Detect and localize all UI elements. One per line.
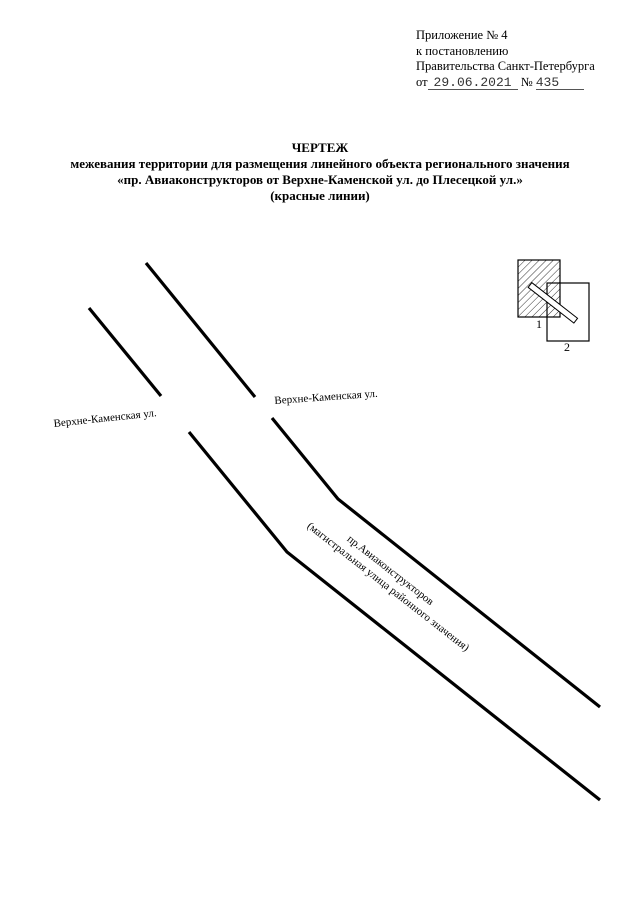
- date-prefix: от: [416, 74, 428, 89]
- decree-number: 435: [535, 76, 584, 90]
- inset-sheet-1-label: 1: [536, 317, 542, 331]
- appendix-header: Приложение № 4 к постановлению Правитель…: [416, 28, 595, 90]
- red-line-aviakonstruktorov-west: [187, 430, 601, 802]
- title-line-2: «пр. Авиаконструкторов от Верхне-Каменск…: [117, 172, 523, 187]
- document-title: ЧЕРТЕЖ межевания территории для размещен…: [0, 140, 640, 204]
- number-prefix: №: [520, 74, 533, 89]
- red-line-verkhne-kamenskaya-east: [144, 261, 257, 399]
- inset-road-outline: [527, 281, 579, 324]
- title-line-1: межевания территории для размещения лине…: [70, 156, 570, 171]
- red-line-verkhne-kamenskaya-west: [87, 306, 163, 398]
- red-line-aviakonstruktorov-east: [270, 416, 601, 709]
- decree-date: 29.06.2021: [427, 76, 518, 90]
- location-inset: [517, 259, 590, 342]
- appendix-authority: Правительства Санкт-Петербурга: [416, 59, 595, 73]
- red-lines: [87, 261, 601, 802]
- title-line-3: (красные линии): [270, 188, 370, 203]
- appendix-number: Приложение № 4: [416, 28, 508, 42]
- inset-sheet-2: [546, 282, 590, 342]
- inset-sheet-2-label: 2: [564, 340, 570, 354]
- appendix-reference: к постановлению: [416, 43, 509, 58]
- title-heading: ЧЕРТЕЖ: [291, 140, 349, 155]
